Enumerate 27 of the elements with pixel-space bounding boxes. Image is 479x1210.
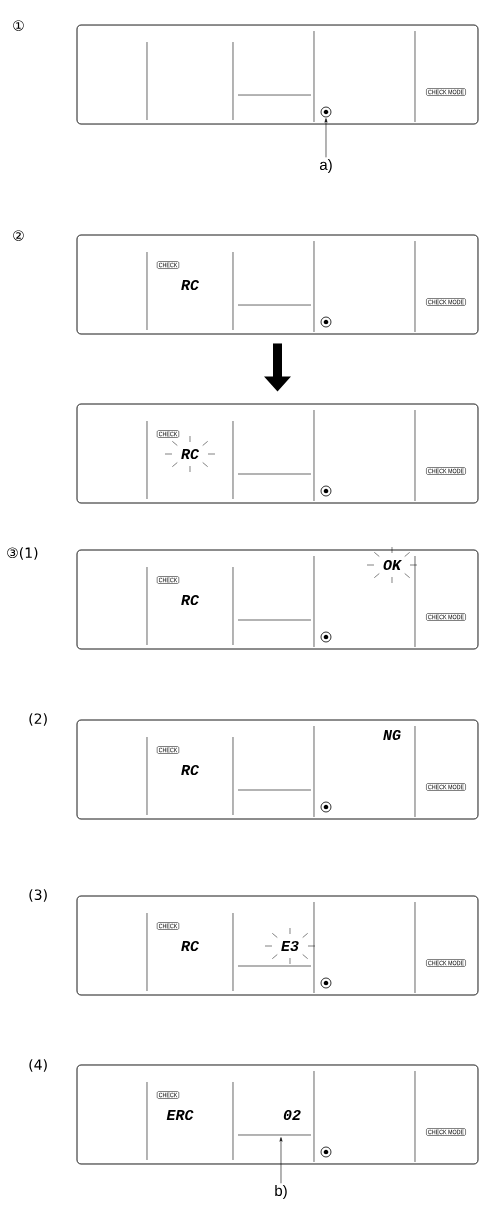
step-label: ②: [13, 230, 24, 241]
step-label: ③(1): [7, 547, 38, 560]
segment-readout: RC: [181, 940, 199, 952]
blinking-readout: OK: [366, 546, 418, 584]
callout-letter: b): [275, 1185, 287, 1199]
lcd-panel: [76, 719, 479, 820]
lcd-panel: [76, 403, 479, 504]
segment-readout: RC: [181, 594, 199, 606]
step-label: (2): [29, 713, 47, 726]
step-label: (3): [29, 889, 47, 902]
segment-readout: 02: [283, 1109, 301, 1121]
segment-readout: RC: [181, 279, 199, 291]
segment-readout: ERC: [166, 1109, 194, 1121]
lcd-panel: [76, 24, 479, 125]
segment-readout: RC: [181, 764, 199, 776]
step-label: ①: [13, 20, 24, 31]
lcd-panel: [76, 546, 479, 650]
indicator-dot: [320, 106, 332, 118]
segment-readout: NG: [383, 729, 401, 741]
blinking-readout: E3: [264, 927, 316, 965]
step-label: (4): [29, 1059, 47, 1072]
lcd-panel: [76, 895, 479, 996]
lcd-panel: [76, 234, 479, 335]
callout-letter: a): [319, 159, 332, 173]
leader-line: [279, 1137, 283, 1184]
leader-line: [324, 118, 328, 158]
lcd-panel: [76, 1064, 479, 1165]
